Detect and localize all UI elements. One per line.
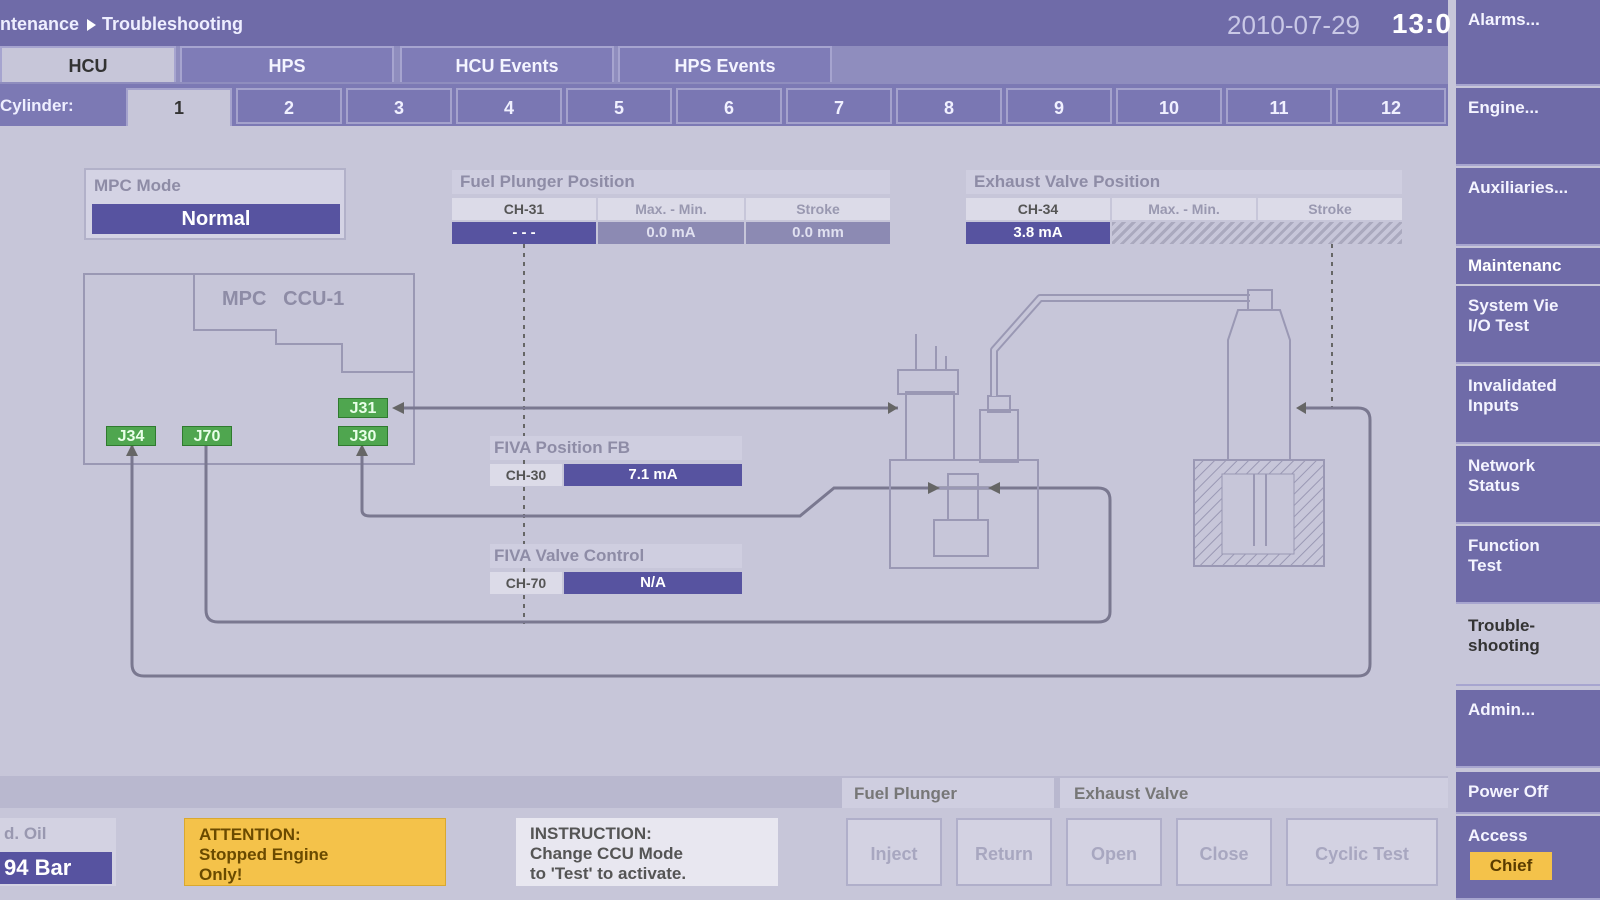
fuel-plunger-ch-header: CH-31 bbox=[452, 198, 596, 220]
cylinder-tab-7[interactable]: 7 bbox=[786, 88, 892, 124]
fiva-fb-ch: CH-30 bbox=[490, 464, 562, 486]
cylinder-tab-1[interactable]: 1 bbox=[126, 88, 232, 126]
oil-pressure-value: 94 Bar bbox=[0, 852, 112, 884]
breadcrumb-current: Troubleshooting bbox=[102, 14, 244, 34]
fuel-plunger-maxmin-value: 0.0 mA bbox=[598, 222, 744, 244]
mpc-mode-title: MPC Mode bbox=[94, 176, 181, 195]
sidebar-power-off[interactable]: Power Off bbox=[1456, 772, 1600, 814]
cylinder-label: Cylinder: bbox=[0, 96, 74, 115]
exhaust-valve-maxmin-header: Max. - Min. bbox=[1112, 198, 1256, 220]
tab-hps-events[interactable]: HPS Events bbox=[618, 46, 832, 82]
connector-j30[interactable]: J30 bbox=[338, 426, 388, 446]
fiva-fb-title: FIVA Position FB bbox=[494, 438, 630, 457]
fuel-plunger-group-label: Fuel Plunger bbox=[854, 784, 957, 803]
cylinder-tab-6[interactable]: 6 bbox=[676, 88, 782, 124]
connector-j70[interactable]: J70 bbox=[182, 426, 232, 446]
connector-j34[interactable]: J34 bbox=[106, 426, 156, 446]
exhaust-valve-header-bg bbox=[966, 170, 1402, 194]
sidebar-alarms[interactable]: Alarms... bbox=[1456, 0, 1600, 86]
fiva-vc-header-bg bbox=[490, 544, 742, 568]
open-button[interactable]: Open bbox=[1066, 818, 1162, 886]
sidebar-auxiliaries[interactable]: Auxiliaries... bbox=[1456, 168, 1600, 246]
sidebar-maintenance-header[interactable]: Maintenanc bbox=[1456, 248, 1600, 284]
fuel-plunger-ch-value: - - - bbox=[452, 222, 596, 244]
exhaust-valve-stroke-header: Stroke bbox=[1258, 198, 1402, 220]
date-display: 2010-07-29 bbox=[1227, 10, 1360, 40]
oil-pressure-label: d. Oil bbox=[4, 824, 47, 843]
exhaust-valve-ch-header: CH-34 bbox=[966, 198, 1110, 220]
exhaust-valve-ch-value: 3.8 mA bbox=[966, 222, 1110, 244]
exhaust-valve-group-bg bbox=[1060, 778, 1448, 808]
fuel-plunger-title: Fuel Plunger Position bbox=[460, 172, 635, 191]
mpc-mode-value[interactable]: Normal bbox=[92, 204, 340, 234]
tab-hcu-events[interactable]: HCU Events bbox=[400, 46, 614, 82]
fiva-vc-title: FIVA Valve Control bbox=[494, 546, 645, 565]
sidebar-admin[interactable]: Admin... bbox=[1456, 690, 1600, 768]
cylinder-tab-11[interactable]: 11 bbox=[1226, 88, 1332, 124]
close-button[interactable]: Close bbox=[1176, 818, 1272, 886]
breadcrumb-arrow-icon bbox=[87, 19, 97, 32]
breadcrumb-parent[interactable]: ntenance bbox=[0, 14, 80, 34]
connector-j31[interactable]: J31 bbox=[338, 398, 388, 418]
cylinder-tab-12[interactable]: 12 bbox=[1336, 88, 1446, 124]
cylinder-tab-5[interactable]: 5 bbox=[566, 88, 672, 124]
exhaust-valve-group-label: Exhaust Valve bbox=[1074, 784, 1189, 803]
breadcrumb: ntenance Troubleshooting bbox=[0, 14, 243, 35]
fuel-plunger-stroke-header: Stroke bbox=[746, 198, 890, 220]
sidebar-engine[interactable]: Engine... bbox=[1456, 88, 1600, 166]
fiva-vc-value: N/A bbox=[564, 572, 742, 594]
mpc-unit-label: MPC CCU-1 bbox=[222, 288, 345, 310]
access-level-chief[interactable]: Chief bbox=[1470, 852, 1552, 880]
cyclic-test-button[interactable]: Cyclic Test bbox=[1286, 818, 1438, 886]
cylinder-tab-4[interactable]: 4 bbox=[456, 88, 562, 124]
cylinder-tab-9[interactable]: 9 bbox=[1006, 88, 1112, 124]
fuel-plunger-stroke-value: 0.0 mm bbox=[746, 222, 890, 244]
exhaust-valve-unavailable bbox=[1112, 222, 1402, 244]
sidebar-troubleshooting[interactable]: Trouble-shooting bbox=[1456, 606, 1600, 686]
fiva-vc-ch: CH-70 bbox=[490, 572, 562, 594]
cylinder-tab-8[interactable]: 8 bbox=[896, 88, 1002, 124]
inject-button[interactable]: Inject bbox=[846, 818, 942, 886]
tab-hcu[interactable]: HCU bbox=[0, 46, 176, 82]
fiva-fb-value: 7.1 mA bbox=[564, 464, 742, 486]
return-button[interactable]: Return bbox=[956, 818, 1052, 886]
tab-hps[interactable]: HPS bbox=[180, 46, 394, 82]
exhaust-valve-title: Exhaust Valve Position bbox=[974, 172, 1161, 191]
fuel-plunger-header-bg bbox=[452, 170, 890, 194]
schematic-diagram bbox=[83, 244, 1372, 678]
fiva-fb-header-bg bbox=[490, 436, 742, 460]
cylinder-tab-10[interactable]: 10 bbox=[1116, 88, 1222, 124]
fuel-plunger-maxmin-header: Max. - Min. bbox=[598, 198, 744, 220]
cylinder-tab-2[interactable]: 2 bbox=[236, 88, 342, 124]
fuel-plunger-group-bg bbox=[842, 778, 1054, 808]
cylinder-tab-3[interactable]: 3 bbox=[346, 88, 452, 124]
